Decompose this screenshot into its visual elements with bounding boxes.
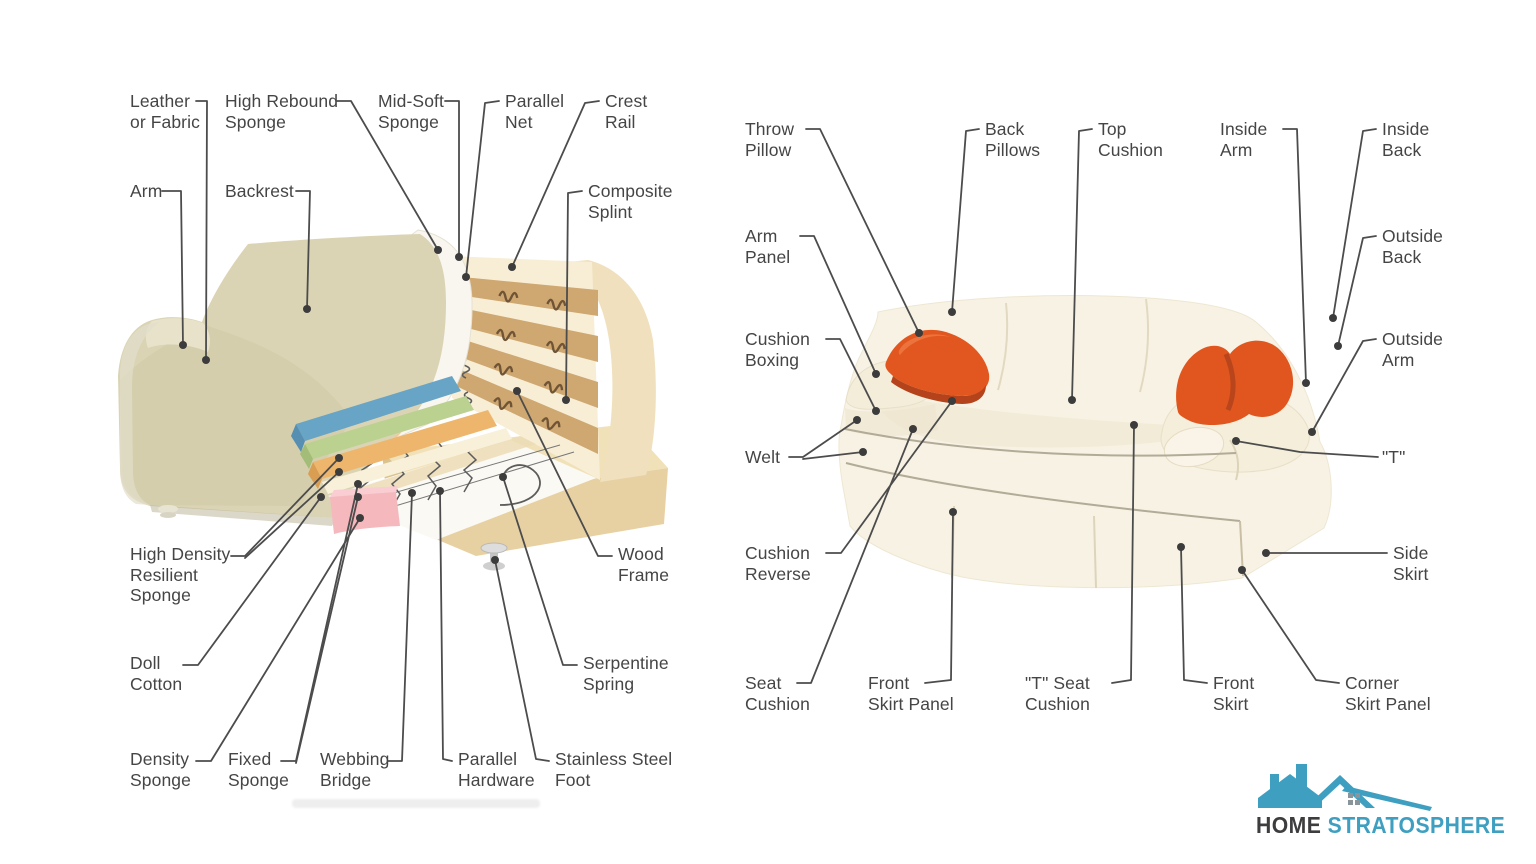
home-stratosphere-logo: HOME STRATOSPHERE [1256,762,1505,846]
leader-dot-crest-rail [508,263,516,271]
logo-home-text: HOME [1256,812,1322,838]
leader-dot-arm [179,341,187,349]
leader-line-outside-arm [1311,338,1377,433]
leader-dot-parallel-net [462,273,470,281]
right-leader-lines [788,128,1388,684]
leader-line-arm-panel [799,235,877,375]
leader-dot-corner-skirt-panel [1238,566,1246,574]
leader-line-stainless-steel-foot [494,559,550,762]
leader-dot-high-density-resilient-sponge [335,468,343,476]
leader-dot-serpentine-spring [499,473,507,481]
leader-dot-wood-frame [513,387,521,395]
leader-dot-arm-panel [872,370,880,378]
leader-line-t [1235,440,1379,458]
leader-dot-mid-soft-sponge [455,253,463,261]
leader-line-inside-back [1332,128,1377,319]
leader-line-throw-pillow [805,128,920,334]
watermark-smudge [292,799,540,808]
leader-line-high-density-resilient-sponge [230,457,340,557]
left-sofa-illustration [118,229,668,571]
leader-line-crest-rail [511,100,600,268]
leader-line-seat-cushion [796,428,914,684]
leader-line-parallel-hardware [439,490,453,762]
leader-dot-t-seat-cushion [1130,421,1138,429]
leader-dot-composite-splint [562,396,570,404]
leader-line-doll-cotton [182,496,322,666]
leader-dot-doll-cotton [317,493,325,501]
leader-line-mid-soft-sponge [444,100,460,258]
left-leader-lines [161,100,613,764]
leader-line-inside-arm [1282,128,1307,384]
leader-line-welt [788,419,858,458]
leader-line-front-skirt [1180,546,1208,684]
leader-line-composite-splint [565,190,583,401]
leader-dot-density-sponge [356,514,364,522]
leader-dot-throw-pillow [915,329,923,337]
leader-dot-side-skirt [1262,549,1270,557]
leader-dot-high-rebound-sponge [434,246,442,254]
leader-dot-welt [853,416,861,424]
leader-line-fixed-sponge [295,496,359,764]
leader-line-welt [802,451,864,460]
leader-line-top-cushion [1071,128,1093,401]
leader-dot-front-skirt [1177,543,1185,551]
leader-dot-front-skirt-panel [949,508,957,516]
right-sofa-illustration [838,295,1332,589]
leader-dot-parallel-hardware [436,487,444,495]
leader-dot-inside-arm [1302,379,1310,387]
leader-line-cushion-reverse [825,400,953,554]
leader-dot-top-cushion [1068,396,1076,404]
leader-line-leather-or-fabric [195,100,208,361]
logo-stratosphere-text: STRATOSPHERE [1327,812,1506,838]
leader-dot-welt [859,448,867,456]
leader-dot-backrest [303,305,311,313]
leader-dot-outside-back [1334,342,1342,350]
leader-dot-cushion-reverse [948,397,956,405]
leader-dot-seat-cushion [909,425,917,433]
leader-dot-t [1232,437,1240,445]
leader-line-t-seat-cushion [1111,424,1135,684]
leader-dot-inside-back [1329,314,1337,322]
leader-line-parallel-net [465,100,500,278]
leader-dot-high-density-resilient-sponge [335,454,343,462]
leader-line-wood-frame [516,390,613,557]
leader-line-back-pillows [951,128,980,313]
leader-line-cushion-boxing [825,338,877,412]
house-roof-icon [1258,764,1432,811]
leader-line-webbing-bridge [387,492,413,762]
leader-dot-leather-or-fabric [202,356,210,364]
leader-line-front-skirt-panel [924,511,954,684]
leader-line-backrest [295,190,311,310]
leader-line-density-sponge [195,517,361,762]
leader-dot-fixed-sponge [354,493,362,501]
leader-line-arm [161,190,184,346]
leader-line-high-density-resilient-sponge [244,471,340,559]
leader-dot-outside-arm [1308,428,1316,436]
leader-dot-fixed-sponge [354,480,362,488]
leader-dot-stainless-steel-foot [491,556,499,564]
leader-dot-back-pillows [948,308,956,316]
leader-line-high-rebound-sponge [336,100,439,251]
leader-dot-cushion-boxing [872,407,880,415]
leader-dot-webbing-bridge [408,489,416,497]
leader-line-outside-back [1337,235,1377,347]
leader-line-serpentine-spring [502,476,578,666]
leader-line-corner-skirt-panel [1241,569,1340,684]
